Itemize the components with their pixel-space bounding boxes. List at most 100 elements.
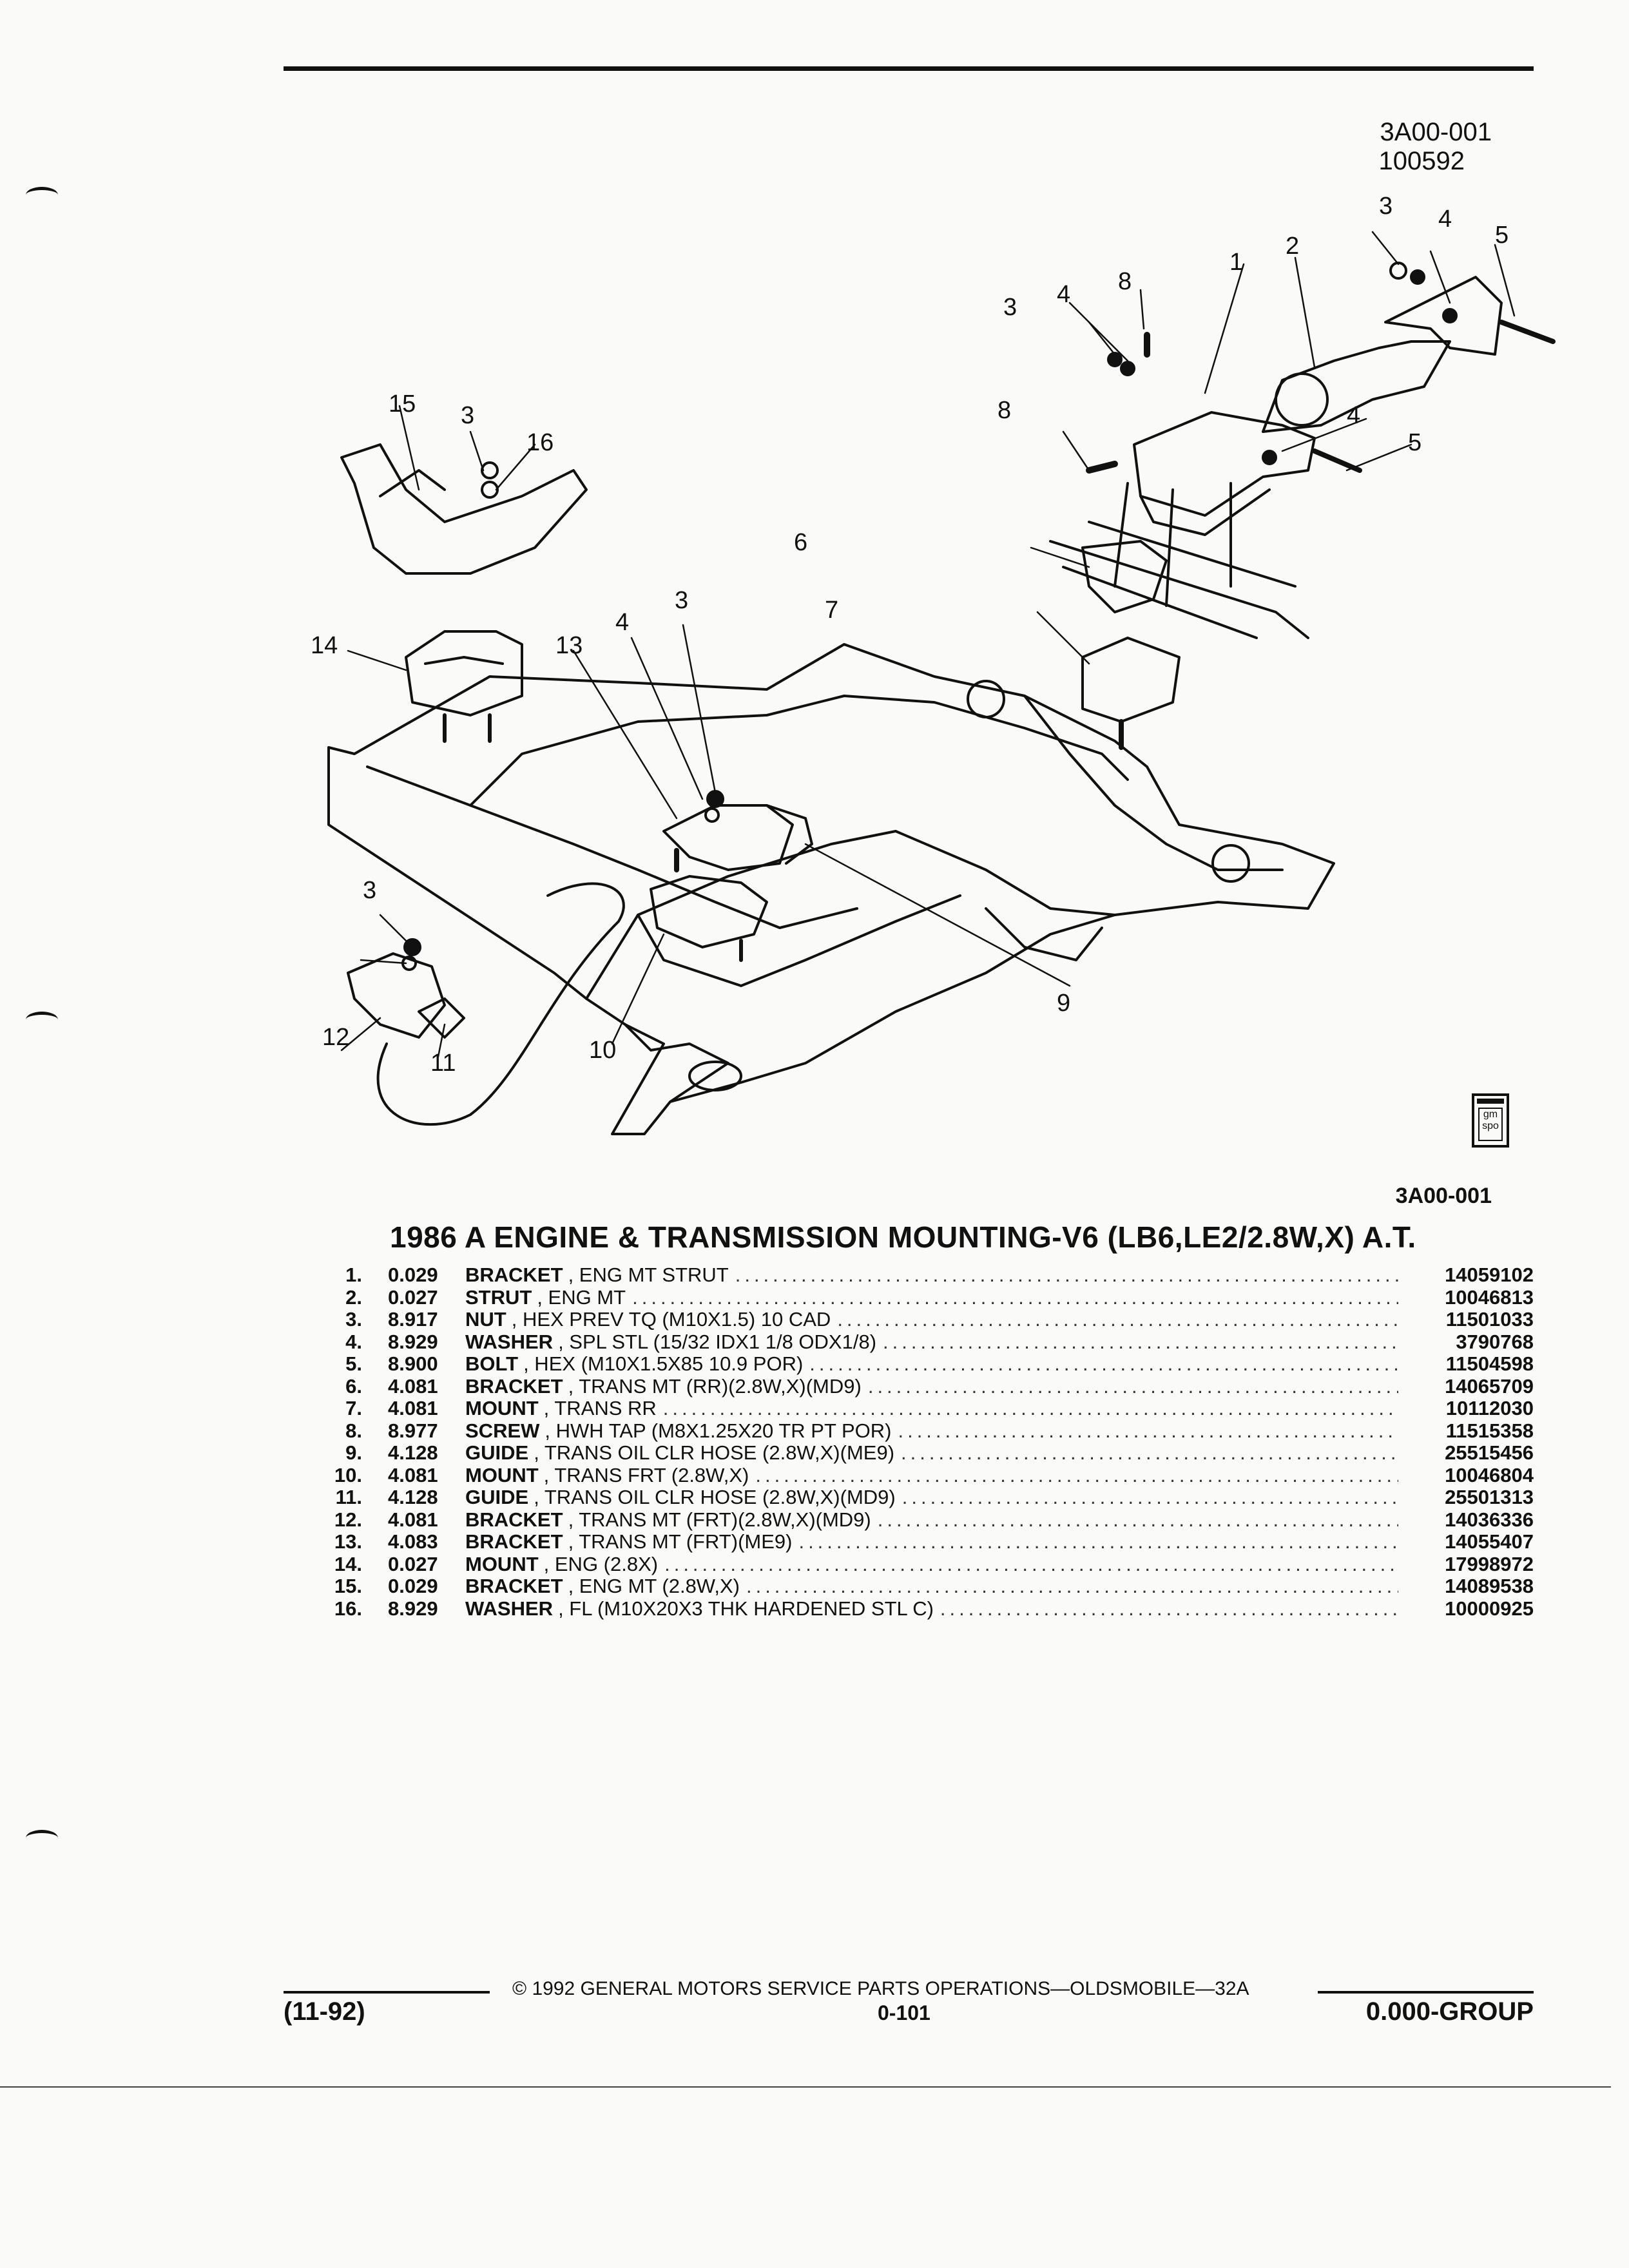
callout-label: 1 bbox=[1229, 249, 1244, 276]
part-name: GUIDE bbox=[465, 1441, 529, 1464]
callout-label: 4 bbox=[1438, 206, 1452, 233]
part-item-number: 2. bbox=[345, 1285, 362, 1309]
leader-dots: ........................................… bbox=[735, 1264, 1398, 1286]
part-description: , ENG MT (2.8W,X) bbox=[568, 1575, 740, 1597]
part-name: WASHER bbox=[465, 1597, 554, 1620]
leader-dots: ........................................… bbox=[755, 1464, 1398, 1486]
engine-mount bbox=[405, 630, 523, 716]
parts-row: 12. 4.081 BRACKET , TRANS MT (FRT)(2.8W,… bbox=[303, 1508, 1534, 1532]
parts-row: 8. 8.977 SCREW , HWH TAP (M8X1.25X20 TR … bbox=[303, 1419, 1534, 1443]
callout-label: 2 bbox=[1286, 233, 1300, 260]
leader-dots: ........................................… bbox=[901, 1442, 1398, 1464]
frame-crossmember bbox=[585, 830, 1116, 1000]
part-number: 17998972 bbox=[1445, 1552, 1534, 1575]
part-description: , TRANS OIL CLR HOSE (2.8W,X)(MD9) bbox=[534, 1486, 896, 1508]
nut bbox=[706, 790, 724, 808]
part-item-number: 7. bbox=[345, 1397, 362, 1419]
part-name: NUT bbox=[465, 1308, 506, 1331]
leader-dots: ........................................… bbox=[901, 1486, 1398, 1508]
nut bbox=[1410, 269, 1425, 285]
part-description: , HWH TAP (M8X1.25X20 TR PT POR) bbox=[545, 1419, 892, 1442]
bolt bbox=[1499, 320, 1556, 344]
parts-row: 9. 4.128 GUIDE , TRANS OIL CLR HOSE (2.8… bbox=[303, 1441, 1534, 1465]
engine-mount bbox=[424, 656, 504, 665]
detail-loop bbox=[376, 882, 625, 1126]
part-number: 11501033 bbox=[1445, 1308, 1534, 1331]
part-item-number: 8. bbox=[345, 1419, 362, 1442]
leader-dots: ........................................… bbox=[940, 1597, 1398, 1620]
parts-list: 1. 0.029 BRACKET , ENG MT STRUT ........… bbox=[303, 1264, 1534, 1620]
screw bbox=[1086, 461, 1118, 474]
callout-label: 5 bbox=[1408, 429, 1422, 456]
nut bbox=[1120, 361, 1135, 376]
leader-dots: ........................................… bbox=[662, 1398, 1398, 1419]
leader-dots: ........................................… bbox=[877, 1508, 1398, 1531]
callout-label: 4 bbox=[1057, 281, 1071, 308]
part-name: BRACKET bbox=[465, 1264, 563, 1286]
leader-dots: ........................................… bbox=[867, 1375, 1398, 1398]
parts-row: 1. 0.029 BRACKET , ENG MT STRUT ........… bbox=[303, 1264, 1534, 1287]
trans-front-bracket bbox=[662, 804, 794, 871]
parts-row: 2. 0.027 STRUT , ENG MT ................… bbox=[303, 1285, 1534, 1309]
callout-label: 3 bbox=[675, 587, 689, 614]
part-item-number: 6. bbox=[345, 1374, 362, 1398]
callout-label: 5 bbox=[1495, 222, 1509, 249]
logo-text: gm spo bbox=[1478, 1108, 1503, 1141]
part-item-number: 15. bbox=[334, 1575, 362, 1597]
parts-row: 11. 4.128 GUIDE , TRANS OIL CLR HOSE (2.… bbox=[303, 1486, 1534, 1509]
part-name: WASHER bbox=[465, 1330, 554, 1353]
strut-bushing bbox=[1275, 372, 1329, 427]
frame-inner-rail bbox=[366, 765, 858, 929]
parts-row: 7. 4.081 MOUNT , TRANS RR ..............… bbox=[303, 1397, 1534, 1420]
callout-label: 12 bbox=[322, 1024, 350, 1051]
callout-label: 7 bbox=[825, 597, 839, 624]
frame-front-end bbox=[985, 907, 1103, 961]
part-description: , TRANS FRT (2.8W,X) bbox=[543, 1463, 749, 1486]
part-item-number: 10. bbox=[334, 1463, 362, 1486]
part-quantity-code: 0.027 bbox=[388, 1552, 438, 1575]
part-item-number: 1. bbox=[345, 1264, 362, 1286]
callout-label: 3 bbox=[461, 402, 475, 429]
part-item-number: 3. bbox=[345, 1308, 362, 1331]
trans-rear-mount bbox=[1081, 637, 1181, 723]
callout-label: 11 bbox=[430, 1050, 456, 1077]
part-description: , TRANS MT (RR)(2.8W,X)(MD9) bbox=[568, 1374, 862, 1398]
trans-rear-bracket bbox=[1081, 540, 1168, 613]
footer-group: 0.000-GROUP bbox=[1365, 1997, 1534, 2026]
top-rule bbox=[284, 66, 1534, 71]
logo-cap bbox=[1477, 1099, 1504, 1104]
part-name: BRACKET bbox=[465, 1530, 563, 1553]
part-item-number: 12. bbox=[334, 1508, 362, 1531]
callout-label: 3 bbox=[1003, 294, 1017, 321]
frame-cradle bbox=[327, 643, 1335, 1135]
strut-upper-bracket bbox=[1384, 276, 1503, 356]
frame-front-end bbox=[624, 1023, 729, 1103]
body-rail bbox=[1088, 521, 1296, 588]
scan-edge-mark bbox=[26, 1012, 58, 1028]
footer-page-number: 0-101 bbox=[878, 2001, 930, 2024]
part-quantity-code: 8.929 bbox=[388, 1330, 438, 1353]
part-item-number: 16. bbox=[334, 1597, 362, 1620]
part-description: , TRANS RR bbox=[543, 1397, 657, 1419]
parts-row: 13. 4.083 BRACKET , TRANS MT (FRT)(ME9) … bbox=[303, 1530, 1534, 1553]
part-number: 10046804 bbox=[1445, 1463, 1534, 1486]
part-quantity-code: 8.917 bbox=[388, 1308, 438, 1331]
bolt bbox=[1312, 448, 1362, 473]
part-number: 3790768 bbox=[1456, 1330, 1534, 1353]
leader-dots: ........................................… bbox=[798, 1531, 1398, 1553]
engine-mount-bracket bbox=[340, 443, 588, 575]
part-item-number: 14. bbox=[334, 1552, 362, 1575]
part-quantity-code: 4.081 bbox=[388, 1508, 438, 1531]
scan-edge-mark bbox=[26, 1830, 58, 1846]
engine-strut bbox=[1262, 340, 1451, 433]
part-quantity-code: 4.128 bbox=[388, 1441, 438, 1464]
part-description: , TRANS MT (FRT)(ME9) bbox=[568, 1530, 793, 1553]
parts-row: 3. 8.917 NUT , HEX PREV TQ (M10X1.5) 10 … bbox=[303, 1308, 1534, 1331]
part-name: BRACKET bbox=[465, 1508, 563, 1531]
callout-label: 4 bbox=[1347, 402, 1361, 429]
part-quantity-code: 8.929 bbox=[388, 1597, 438, 1620]
parts-row: 10. 4.081 MOUNT , TRANS FRT (2.8W,X) ...… bbox=[303, 1463, 1534, 1487]
parts-row: 15. 0.029 BRACKET , ENG MT (2.8W,X) ....… bbox=[303, 1575, 1534, 1598]
part-description: , HEX (M10X1.5X85 10.9 POR) bbox=[523, 1352, 804, 1375]
parts-row: 14. 0.027 MOUNT , ENG (2.8X) ...........… bbox=[303, 1553, 1534, 1576]
